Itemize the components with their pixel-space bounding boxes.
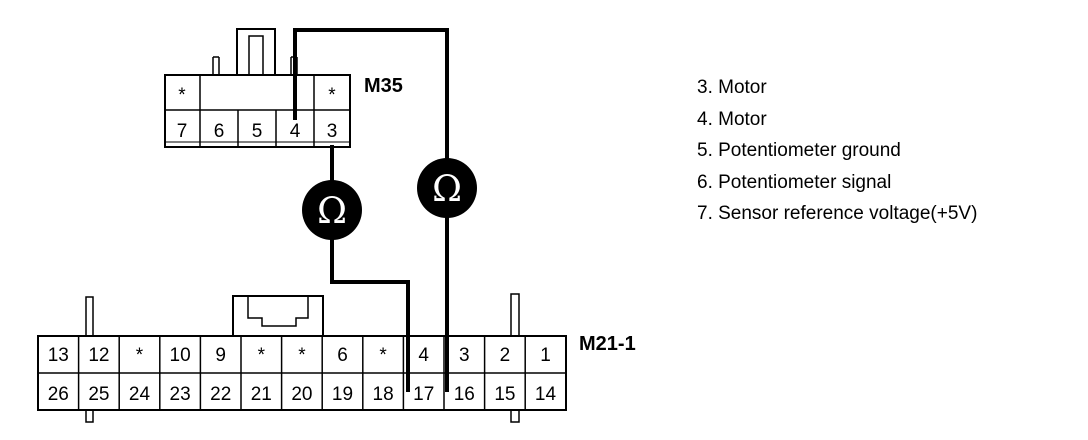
m35-top-cell: * (178, 85, 186, 106)
m21-1-top-pin: 4 (418, 345, 429, 366)
m21-1-top-row: 13 12 * 10 9 * * 6 * 4 3 2 1 (48, 345, 551, 366)
m21-1-top-pin: * (298, 345, 306, 366)
pin-legend: 3. Motor 4. Motor 5. Potentiometer groun… (697, 72, 977, 230)
m21-1-bottom-pin: 21 (251, 384, 272, 405)
m21-1-dividers (77, 336, 526, 410)
wire-m35-pin3-to-m21-1-pin17 (330, 235, 410, 392)
m21-1-top-pin: * (258, 345, 266, 366)
m21-1-bottom-pin: 16 (454, 384, 475, 405)
m35-pin: 4 (290, 121, 301, 142)
m21-1-top-pin: * (379, 345, 387, 366)
m35-connector: * * 7 6 5 4 3 (164, 28, 351, 148)
m35-pin: 7 (177, 121, 188, 142)
m21-1-bottom-pin: 25 (88, 384, 109, 405)
m21-1-top-pin: 13 (48, 345, 69, 366)
m21-1-top-pin: 12 (88, 345, 109, 366)
m21-1-top-pin: 3 (459, 345, 470, 366)
m21-1-top-pin: 2 (500, 345, 511, 366)
m21-1-bottom-pin: 17 (413, 384, 434, 405)
m21-1-bottom-pin: 22 (210, 384, 231, 405)
m21-1-bottom-pin: 14 (535, 384, 557, 405)
ohm-icon: Ω (317, 191, 347, 232)
m21-1-top-pin: 10 (170, 345, 191, 366)
legend-item: 3. Motor (697, 77, 767, 98)
m35-pin: 5 (252, 121, 263, 142)
m21-1-bottom-row: 26 25 24 23 22 21 20 19 18 17 16 15 14 (48, 384, 557, 405)
m21-1-bottom-pin: 19 (332, 384, 353, 405)
ohmmeter-symbol: Ω (302, 180, 362, 240)
m21-1-bottom-pin: 20 (291, 384, 312, 405)
m21-1-bottom-pin: 23 (170, 384, 191, 405)
m21-1-top-pin: 9 (215, 345, 226, 366)
legend-item: 5. Potentiometer ground (697, 140, 901, 161)
m21-1-bottom-pin: 18 (373, 384, 394, 405)
m21-1-bottom-pin: 26 (48, 384, 69, 405)
m21-1-top-pin: * (136, 345, 144, 366)
m21-1-bottom-pin: 24 (129, 384, 151, 405)
legend-item: 4. Motor (697, 108, 767, 130)
wire-m35-pin4-to-m21-1-pin16 (293, 28, 449, 162)
m21-1-label: M21-1 (579, 333, 636, 355)
m21-1-top-pin: 6 (337, 345, 348, 366)
m21-1-top-pin: 1 (540, 345, 551, 366)
legend-item: 6. Potentiometer signal (697, 171, 892, 193)
legend-item: 7. Sensor reference voltage(+5V) (697, 203, 978, 224)
m21-1-bottom-pin: 15 (494, 384, 515, 405)
m35-top-cell: * (328, 85, 336, 106)
ohm-icon: Ω (432, 169, 462, 210)
m35-pin: 3 (327, 121, 338, 142)
m21-1-connector (37, 293, 567, 423)
ohmmeter-symbol: Ω (417, 158, 477, 218)
m35-label: M35 (364, 75, 403, 97)
m35-pin: 6 (214, 121, 225, 142)
